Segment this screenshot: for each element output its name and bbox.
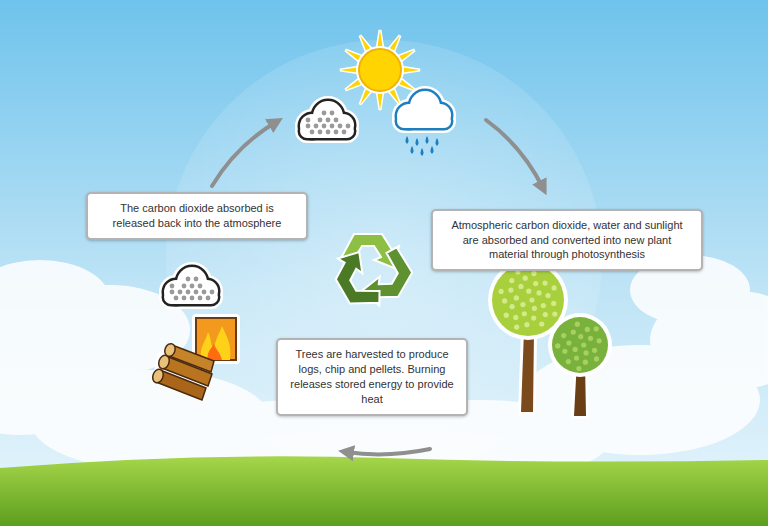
text-box: Atmospheric carbon dioxide, water and su… <box>431 209 703 272</box>
box-text: Trees are harvested to produce logs, chi… <box>288 347 456 406</box>
co2-cloud-icon <box>300 101 354 138</box>
trees-icon <box>488 260 612 416</box>
box-text: The carbon dioxide absorbed is released … <box>98 201 296 231</box>
box-text: Atmospheric carbon dioxide, water and su… <box>443 218 691 263</box>
grass <box>0 456 768 526</box>
released-co2-cloud-icon <box>164 267 218 304</box>
logs-icon <box>151 342 214 402</box>
text-box: The carbon dioxide absorbed is released … <box>86 192 308 240</box>
recycle-symbol <box>327 234 419 316</box>
text-box: Trees are harvested to produce logs, chi… <box>276 338 468 415</box>
rain-cloud-icon <box>397 91 451 156</box>
